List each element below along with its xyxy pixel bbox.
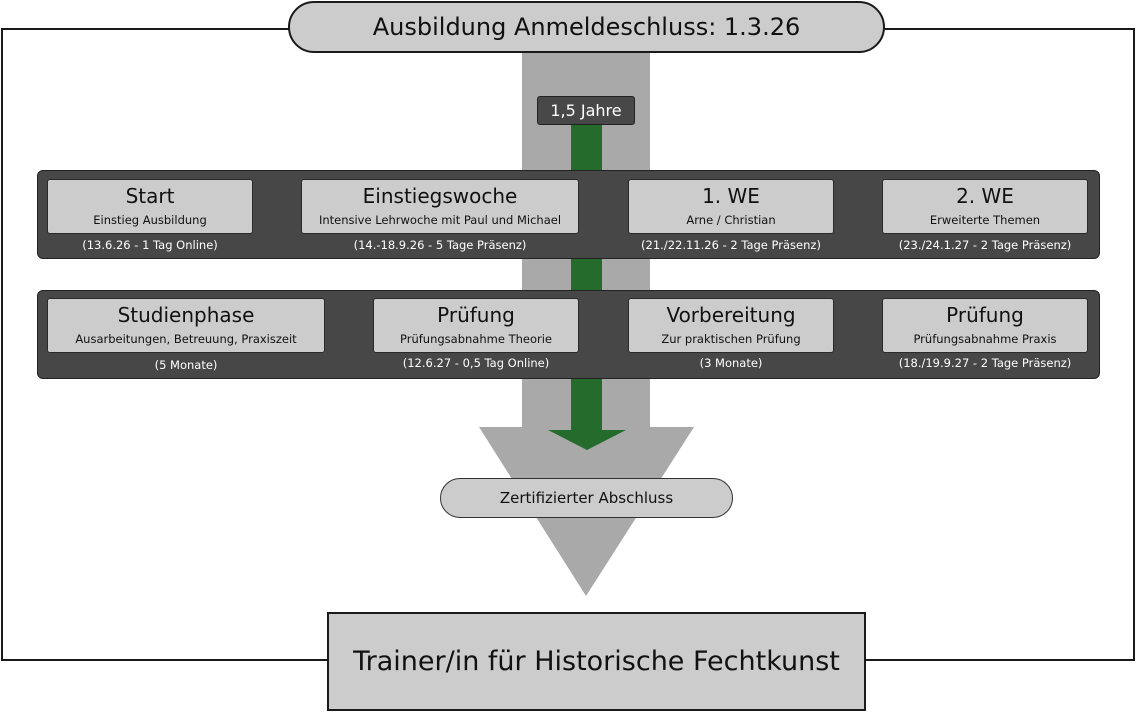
certificate-text: Zertifizierter Abschluss	[499, 489, 674, 507]
stage-title: Studienphase	[117, 303, 255, 327]
certificate-pill: Zertifizierter Abschluss	[440, 478, 733, 518]
stage-note: (12.6.27 - 0,5 Tag Online)	[402, 356, 550, 370]
registration-deadline-text: Ausbildung Anmeldeschluss: 1.3.26	[372, 13, 801, 41]
stage-title: Vorbereitung	[666, 303, 796, 327]
stage-we1-card: 1. WE Arne / Christian	[628, 179, 834, 234]
result-title-box: Trainer/in für Historische Fechtkunst	[327, 612, 866, 711]
stage-note: (3 Monate)	[699, 356, 763, 370]
stage-subtitle: Prüfungsabnahme Theorie	[400, 332, 552, 346]
green-arrow	[548, 124, 626, 450]
stage-subtitle: Prüfungsabnahme Praxis	[913, 332, 1057, 346]
stage-subtitle: Intensive Lehrwoche mit Paul und Michael	[318, 213, 562, 227]
stage-note: (13.6.26 - 1 Tag Online)	[82, 238, 218, 252]
stage-title: 1. WE	[702, 184, 760, 208]
stage-subtitle: Zur praktischen Prüfung	[661, 332, 801, 346]
stage-start-card: Start Einstieg Ausbildung	[47, 179, 253, 234]
stage-note: (5 Monate)	[154, 358, 218, 372]
registration-deadline-title: Ausbildung Anmeldeschluss: 1.3.26	[288, 1, 885, 53]
stage-practical-exam-card: Prüfung Prüfungsabnahme Praxis	[882, 298, 1088, 353]
duration-badge: 1,5 Jahre	[537, 96, 635, 125]
stage-title: 2. WE	[956, 184, 1014, 208]
stage-note: (18./19.9.27 - 2 Tage Präsenz)	[898, 356, 1072, 370]
stage-subtitle: Einstieg Ausbildung	[93, 213, 207, 227]
stage-title: Start	[125, 184, 175, 208]
stage-preparation-card: Vorbereitung Zur praktischen Prüfung	[628, 298, 834, 353]
stage-intro-week-card: Einstiegswoche Intensive Lehrwoche mit P…	[301, 179, 579, 234]
stage-we2-card: 2. WE Erweiterte Themen	[882, 179, 1088, 234]
stage-note: (23./24.1.27 - 2 Tage Präsenz)	[898, 238, 1072, 252]
stage-title: Einstiegswoche	[362, 184, 518, 208]
stage-subtitle: Erweiterte Themen	[929, 213, 1041, 227]
stage-study-phase-card: Studienphase Ausarbeitungen, Betreuung, …	[47, 298, 325, 353]
stage-theory-exam-card: Prüfung Prüfungsabnahme Theorie	[373, 298, 579, 353]
stage-note: (14.-18.9.26 - 5 Tage Präsenz)	[353, 238, 527, 252]
duration-text: 1,5 Jahre	[550, 101, 622, 120]
stage-title: Prüfung	[946, 303, 1024, 327]
stage-note: (21./22.11.26 - 2 Tage Präsenz)	[641, 238, 821, 252]
stage-title: Prüfung	[437, 303, 515, 327]
stage-subtitle: Arne / Christian	[686, 213, 776, 227]
result-title-text: Trainer/in für Historische Fechtkunst	[353, 646, 840, 677]
stage-subtitle: Ausarbeitungen, Betreuung, Praxiszeit	[75, 332, 297, 346]
